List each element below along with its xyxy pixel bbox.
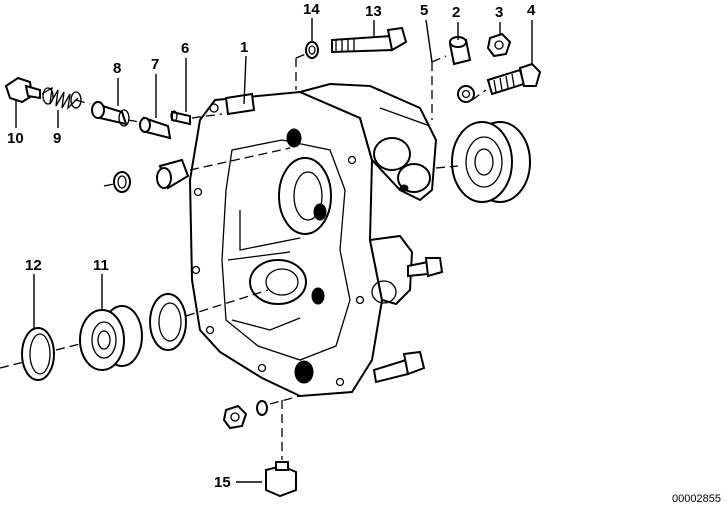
label-9: 9 (53, 130, 61, 147)
part-8-piston (91, 101, 130, 127)
part-5-washer (457, 85, 475, 103)
part-13-bolt (331, 26, 408, 54)
axis-line-bottom-nut (269, 395, 301, 405)
diagram-reference-number: 00002855 (672, 493, 721, 505)
right-ball-bearing (451, 121, 531, 203)
label-6: 6 (181, 40, 189, 57)
axis-line-right-bearing (435, 165, 459, 169)
label-15: 15 (214, 474, 231, 491)
axis-line-lower-to-bore (185, 289, 269, 317)
axis-line-left-to-housing (191, 113, 223, 119)
bottom-washer (256, 400, 268, 416)
label-7: 7 (151, 56, 159, 73)
part-4-stud (486, 62, 542, 96)
label-group: 1 2 3 4 5 6 7 8 9 10 11 12 13 14 15 (7, 1, 536, 491)
leader-1 (243, 55, 247, 105)
part-11-ball-bearing (79, 305, 143, 371)
axis-line-sleeve (189, 147, 291, 171)
part-7-sleeve (139, 116, 172, 140)
part-9-spring (41, 86, 82, 110)
right-side-bolt-lower (372, 350, 426, 384)
part-2-dowel-sleeve (448, 36, 472, 66)
bottom-nut (222, 404, 248, 430)
label-11: 11 (93, 257, 109, 274)
label-3: 3 (495, 4, 503, 21)
label-4: 4 (527, 2, 536, 19)
label-14: 14 (303, 1, 320, 18)
axis-line-lower-left (0, 361, 25, 369)
label-8: 8 (113, 60, 121, 77)
axis-line-stud (471, 89, 487, 101)
label-13: 13 (365, 3, 382, 20)
label-10: 10 (7, 130, 24, 147)
label-1: 1 (240, 39, 248, 56)
axis-line-lower-mid (55, 343, 81, 351)
axis-line-top-right-2 (431, 55, 447, 63)
axis-line-ring (103, 183, 115, 187)
axis-line-top-bolt-2 (295, 53, 307, 59)
right-side-bolt-upper (407, 257, 444, 278)
label-5: 5 (420, 2, 428, 19)
leader-5 (425, 19, 433, 63)
part-15-drain-plug (265, 461, 297, 498)
part-12-circlip (21, 327, 55, 381)
thrust-washer (149, 293, 187, 351)
gearbox-housing (188, 82, 438, 398)
label-2: 2 (452, 4, 460, 21)
part-6-pin (170, 110, 191, 126)
axis-line-left-upper (75, 99, 91, 105)
part-14-washer (305, 41, 319, 59)
part-3-nut (486, 32, 512, 58)
label-12: 12 (25, 257, 42, 274)
part-10-screw-plug (4, 76, 41, 104)
axis-line-left-mid (127, 119, 141, 123)
sleeve-and-ring-pair (113, 158, 190, 193)
